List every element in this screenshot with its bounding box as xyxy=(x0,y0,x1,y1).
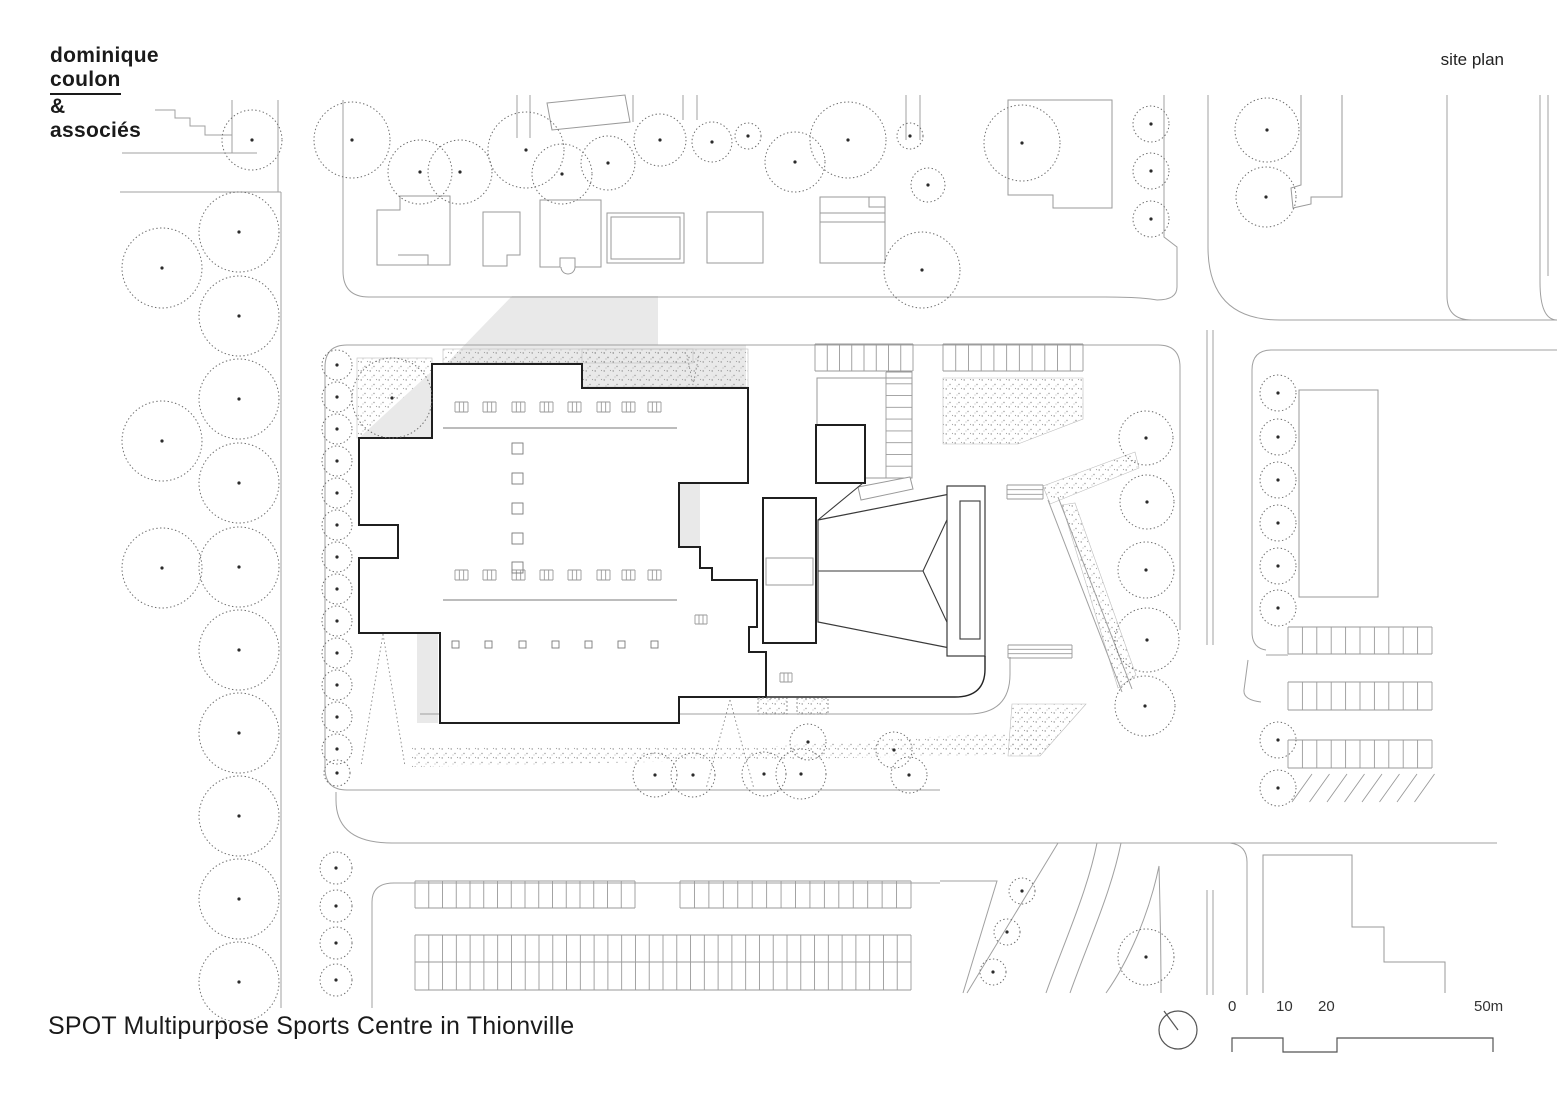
plaza-edge xyxy=(766,656,986,698)
drawing-type-label: site plan xyxy=(1440,50,1504,69)
logo-line-2: coulon xyxy=(50,68,121,95)
trees xyxy=(121,97,1300,1023)
scale-bar xyxy=(1231,1037,1494,1053)
stair-landing xyxy=(857,476,914,501)
stair-run xyxy=(885,371,913,479)
roof-details xyxy=(443,401,793,683)
entrance-tower xyxy=(762,497,817,644)
scale-label-10: 10 xyxy=(1276,998,1293,1015)
scale-label-20: 20 xyxy=(1318,998,1335,1015)
logo-line-3: & xyxy=(50,95,66,118)
sports-centre xyxy=(356,357,986,724)
angled-parking-hatch xyxy=(1291,773,1435,803)
parking-stalls xyxy=(414,343,1433,991)
north-arrow-icon xyxy=(1158,1010,1198,1050)
road-network xyxy=(120,95,1557,1008)
path-markers xyxy=(360,354,755,790)
scale-label-50: 50m xyxy=(1474,998,1504,1015)
planting-beds xyxy=(412,348,1140,767)
scale-label-0: 0 xyxy=(1228,998,1237,1015)
logo-line-1: dominique xyxy=(50,44,159,67)
hall-nw-block xyxy=(815,424,866,484)
context-buildings xyxy=(376,94,1446,993)
hall-roof xyxy=(817,491,961,651)
project-title: SPOT Multipurpose Sports Centre in Thion… xyxy=(48,1012,575,1040)
logo-line-4: associés xyxy=(50,119,142,142)
stage-volume xyxy=(946,485,986,657)
main-hall-outline xyxy=(358,363,767,724)
ramp-and-steps xyxy=(1006,484,1133,693)
firm-logo: dominique coulon & associés xyxy=(50,44,159,143)
